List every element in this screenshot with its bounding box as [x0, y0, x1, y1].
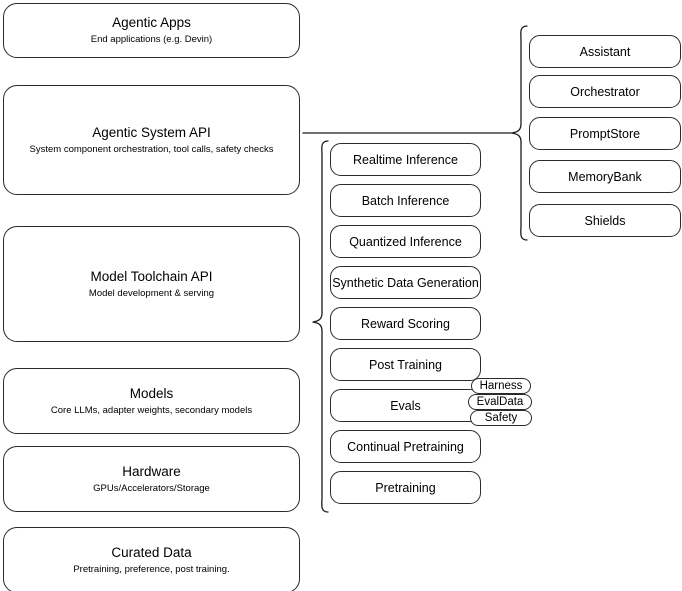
layer-subtitle: Model development & serving — [88, 287, 215, 299]
tag-evaldata[interactable]: EvalData — [468, 394, 532, 410]
layer-subtitle: GPUs/Accelerators/Storage — [93, 482, 210, 494]
layer-agentic-system-api[interactable]: Agentic System API System component orch… — [3, 85, 300, 195]
component-synthetic-data-generation[interactable]: Synthetic Data Generation — [330, 266, 481, 299]
component-label: Post Training — [369, 357, 442, 372]
layer-title: Model Toolchain API — [90, 268, 213, 284]
brace-system-components — [511, 25, 528, 241]
component-label: Synthetic Data Generation — [332, 275, 479, 290]
component-orchestrator[interactable]: Orchestrator — [529, 75, 681, 108]
layer-title: Hardware — [122, 463, 181, 479]
component-assistant[interactable]: Assistant — [529, 35, 681, 68]
layer-subtitle: Core LLMs, adapter weights, secondary mo… — [50, 404, 253, 416]
layer-title: Agentic Apps — [112, 15, 191, 30]
layer-subtitle: Pretraining, preference, post training. — [73, 563, 230, 575]
tag-label: EvalData — [476, 396, 524, 408]
component-label: Assistant — [579, 44, 631, 59]
tag-harness[interactable]: Harness — [471, 378, 531, 394]
component-quantized-inference[interactable]: Quantized Inference — [330, 225, 481, 258]
component-shields[interactable]: Shields — [529, 204, 681, 237]
component-label: PromptStore — [569, 126, 641, 141]
component-label: Realtime Inference — [353, 152, 458, 167]
component-label: Batch Inference — [361, 193, 450, 208]
component-continual-pretraining[interactable]: Continual Pretraining — [330, 430, 481, 463]
layer-subtitle: System component orchestration, tool cal… — [29, 143, 274, 155]
layer-subtitle: End applications (e.g. Devin) — [90, 34, 213, 45]
component-label: MemoryBank — [568, 169, 642, 184]
tag-label: Safety — [484, 412, 518, 424]
layer-title: Agentic System API — [92, 124, 211, 140]
component-label: Pretraining — [375, 480, 436, 495]
layer-hardware[interactable]: Hardware GPUs/Accelerators/Storage — [3, 446, 300, 512]
brace-toolchain-components — [312, 140, 329, 513]
tag-safety[interactable]: Safety — [470, 410, 532, 426]
layer-title: Models — [129, 385, 174, 401]
layer-title: Curated Data — [111, 544, 192, 560]
layer-agentic-apps[interactable]: Agentic Apps End applications (e.g. Devi… — [3, 3, 300, 58]
tag-label: Harness — [479, 380, 523, 392]
component-realtime-inference[interactable]: Realtime Inference — [330, 143, 481, 176]
component-batch-inference[interactable]: Batch Inference — [330, 184, 481, 217]
component-pretraining[interactable]: Pretraining — [330, 471, 481, 504]
component-label: Shields — [584, 213, 626, 228]
component-reward-scoring[interactable]: Reward Scoring — [330, 307, 481, 340]
component-label: Continual Pretraining — [347, 439, 464, 454]
component-memorybank[interactable]: MemoryBank — [529, 160, 681, 193]
layer-model-toolchain-api[interactable]: Model Toolchain API Model development & … — [3, 226, 300, 342]
component-evals[interactable]: Evals — [330, 389, 481, 422]
component-label: Quantized Inference — [349, 234, 462, 249]
component-promptstore[interactable]: PromptStore — [529, 117, 681, 150]
component-post-training[interactable]: Post Training — [330, 348, 481, 381]
layer-curated-data[interactable]: Curated Data Pretraining, preference, po… — [3, 527, 300, 591]
layer-models[interactable]: Models Core LLMs, adapter weights, secon… — [3, 368, 300, 434]
component-label: Orchestrator — [570, 84, 640, 99]
component-label: Reward Scoring — [361, 316, 450, 331]
component-label: Evals — [390, 398, 421, 413]
